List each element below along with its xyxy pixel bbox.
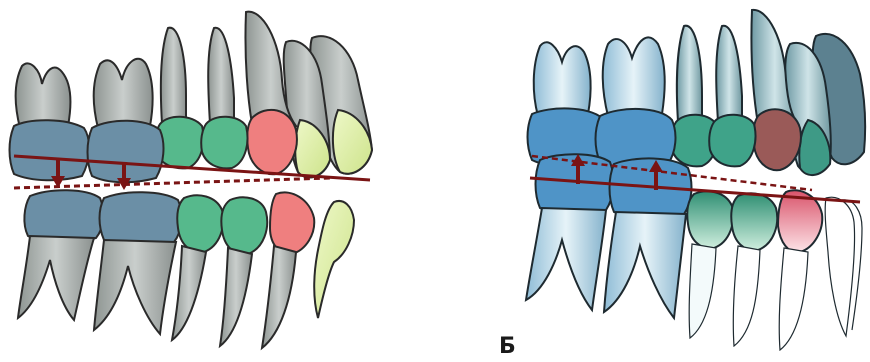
lower-incisors-b [825,197,862,336]
lower-premolars-b [687,191,777,346]
upper-molars-b [528,37,676,168]
lower-canine-b [778,190,822,350]
panel-b-label: Б [499,334,516,359]
upper-premolars-b [671,26,755,167]
